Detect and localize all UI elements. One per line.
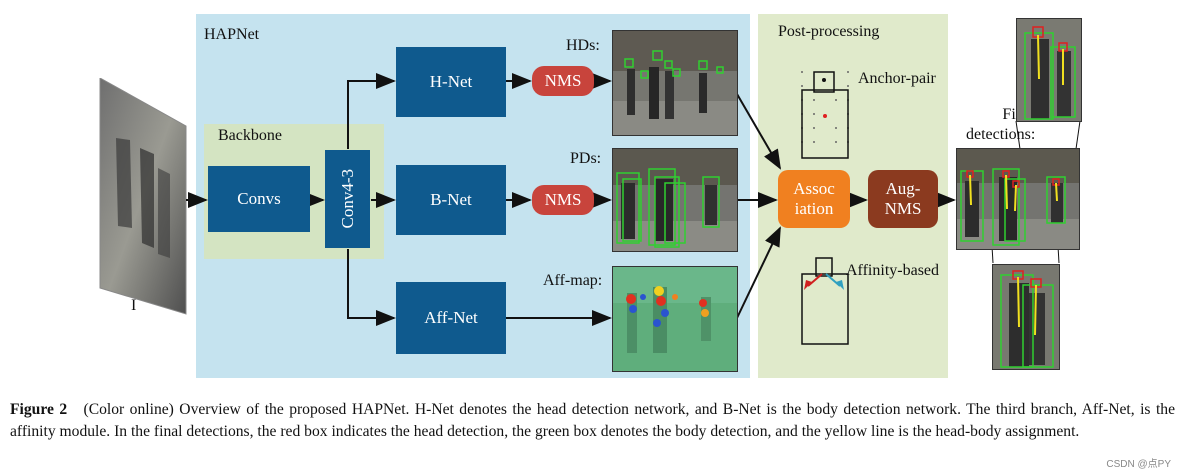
anchor-pair-illustration xyxy=(801,71,849,159)
h-net-block: H-Net xyxy=(396,47,506,117)
convs-block: Convs xyxy=(208,166,310,232)
aug-nms-label-2: NMS xyxy=(884,199,922,218)
aff-map-label: Aff-map: xyxy=(543,272,603,289)
affinity-based-label: Affinity-based xyxy=(846,262,940,279)
pds-label: PDs: xyxy=(570,150,602,167)
conv4-3-block: Conv4-3 xyxy=(325,150,370,248)
zoom-top-image xyxy=(1016,18,1082,122)
b-net-block: B-Net xyxy=(396,165,506,235)
nms-body-block: NMS xyxy=(532,185,594,215)
hapnet-label: HAPNet xyxy=(204,26,260,43)
final-detections-image xyxy=(956,148,1080,250)
hds-label: HDs: xyxy=(566,37,600,54)
post-processing-label: Post-processing xyxy=(778,23,880,40)
figure-caption: Figure 2 (Color online) Overview of the … xyxy=(10,399,1175,442)
association-label-1: Assoc xyxy=(793,179,835,198)
figure-number: Figure 2 xyxy=(10,401,68,418)
body-detections-image xyxy=(612,148,738,252)
affinity-based-illustration xyxy=(801,257,849,345)
head-detections-image xyxy=(612,30,738,136)
backbone-label: Backbone xyxy=(218,127,282,144)
association-block: Assoc iation xyxy=(778,170,850,228)
input-image xyxy=(99,78,187,315)
aug-nms-label-1: Aug- xyxy=(885,179,921,198)
final-label-2: detections: xyxy=(966,126,1036,143)
flow-arrows xyxy=(186,73,1081,326)
affinity-map-image xyxy=(612,266,738,372)
input-label: I xyxy=(131,297,137,314)
aug-nms-block: Aug- NMS xyxy=(868,170,938,228)
zoom-bottom-image xyxy=(992,264,1060,370)
association-label-2: iation xyxy=(794,199,834,218)
conv4-3-label: Conv4-3 xyxy=(337,169,357,229)
anchor-pair-label: Anchor-pair xyxy=(858,70,936,87)
aff-net-block: Aff-Net xyxy=(396,282,506,354)
caption-text: (Color online) Overview of the proposed … xyxy=(10,401,1175,440)
nms-head-block: NMS xyxy=(532,66,594,96)
watermark: CSDN @点PY xyxy=(1106,459,1171,470)
